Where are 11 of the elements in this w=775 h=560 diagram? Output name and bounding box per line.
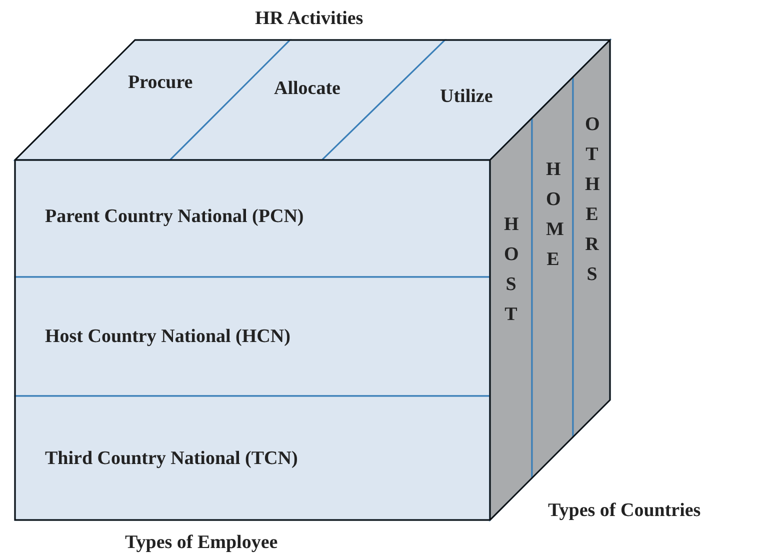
vertical-label: HOST bbox=[504, 213, 518, 327]
cell-label: Procure bbox=[128, 72, 193, 94]
cell-label: Host Country National (HCN) bbox=[45, 326, 290, 348]
vertical-label: OTHERS bbox=[585, 113, 599, 287]
cell-label: Utilize bbox=[440, 86, 493, 108]
cell-label: Parent Country National (PCN) bbox=[45, 206, 304, 228]
axis-label: HR Activities bbox=[255, 8, 364, 30]
axis-label: Types of Employee bbox=[125, 532, 278, 554]
cell-label: Allocate bbox=[274, 78, 340, 100]
cell-label: Third Country National (TCN) bbox=[45, 448, 298, 470]
axis-label: Types of Countries bbox=[548, 500, 701, 522]
